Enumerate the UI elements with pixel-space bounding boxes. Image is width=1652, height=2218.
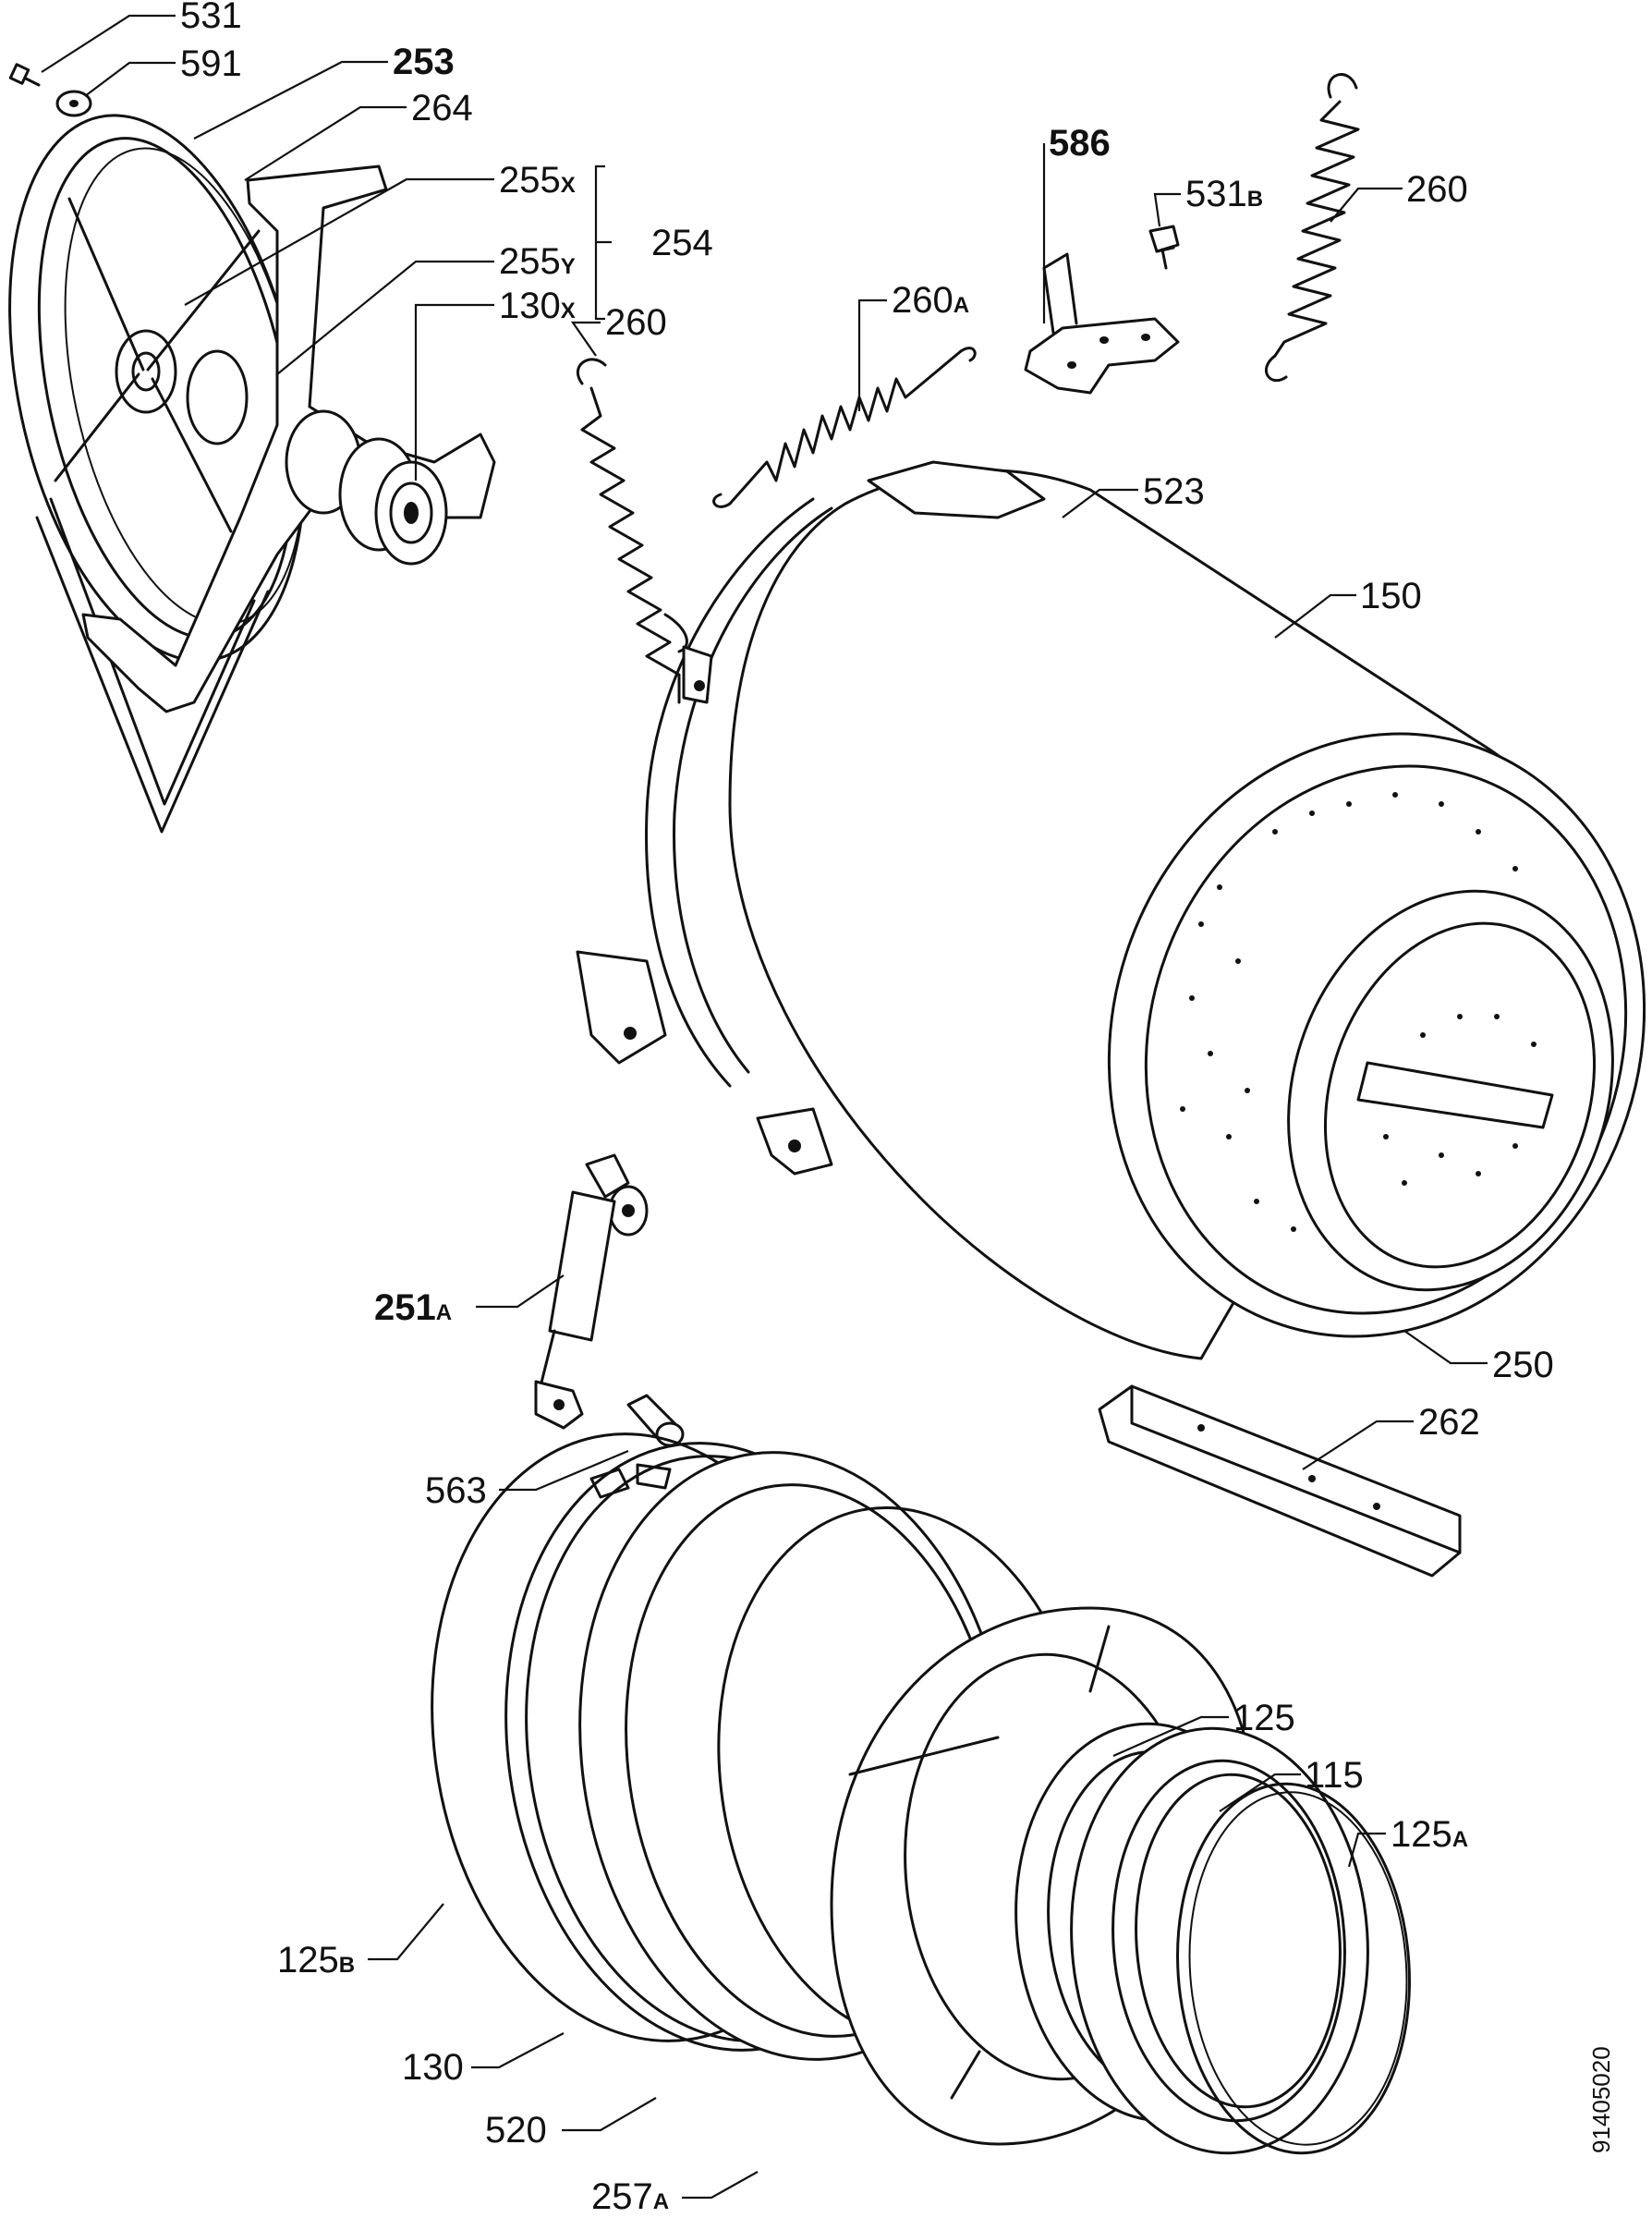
label-254: 254 [651, 223, 713, 263]
label-255y: 255Y [499, 241, 576, 282]
drum-250 [1107, 732, 1646, 1338]
spring-260-right [1264, 73, 1360, 383]
clamp-ring-125a [1176, 1782, 1411, 2155]
leader-lines [41, 14, 1488, 2200]
label-262: 262 [1418, 1402, 1480, 1443]
label-125b: 125B [277, 1940, 355, 1980]
label-255x: 255X [499, 160, 576, 201]
label-563: 563 [425, 1470, 487, 1511]
shock-absorber-251a [534, 1153, 649, 1430]
drum-perforations [1180, 792, 1537, 1232]
label-260a: 260A [892, 280, 969, 321]
label-115: 115 [1305, 1755, 1364, 1796]
bracket-586 [1024, 252, 1180, 395]
weight-262 [1098, 1384, 1462, 1578]
screw-531b [1148, 225, 1180, 270]
pulley-assembly [8, 63, 496, 834]
label-251a: 251A [374, 1287, 452, 1328]
label-130x: 130X [499, 286, 576, 326]
label-125: 125 [1233, 1698, 1295, 1738]
part-labels: 531 591 253 264 255X 254 255Y 130X 260 2… [180, 0, 1615, 2217]
label-531b: 531B [1185, 174, 1263, 214]
spring-260-left [576, 358, 688, 704]
label-591: 591 [180, 43, 242, 84]
label-260-left: 260 [605, 302, 667, 343]
spring-260a [712, 347, 977, 508]
label-250: 250 [1492, 1345, 1554, 1385]
label-125a: 125A [1391, 1814, 1468, 1855]
drawing-reference: 91405020 [1587, 2046, 1615, 2153]
door-seal-115 [1070, 1726, 1369, 2155]
label-264: 264 [411, 88, 473, 128]
tub-150 [576, 460, 1536, 1360]
label-523: 523 [1143, 471, 1205, 512]
label-586: 586 [1049, 123, 1111, 164]
label-257a: 257A [591, 2176, 669, 2217]
label-150: 150 [1360, 576, 1422, 616]
label-253: 253 [393, 42, 455, 82]
bolt-563 [626, 1394, 685, 1447]
label-531: 531 [180, 0, 242, 36]
label-260-right: 260 [1406, 169, 1468, 210]
label-520: 520 [485, 2110, 547, 2151]
label-130: 130 [402, 2047, 464, 2088]
